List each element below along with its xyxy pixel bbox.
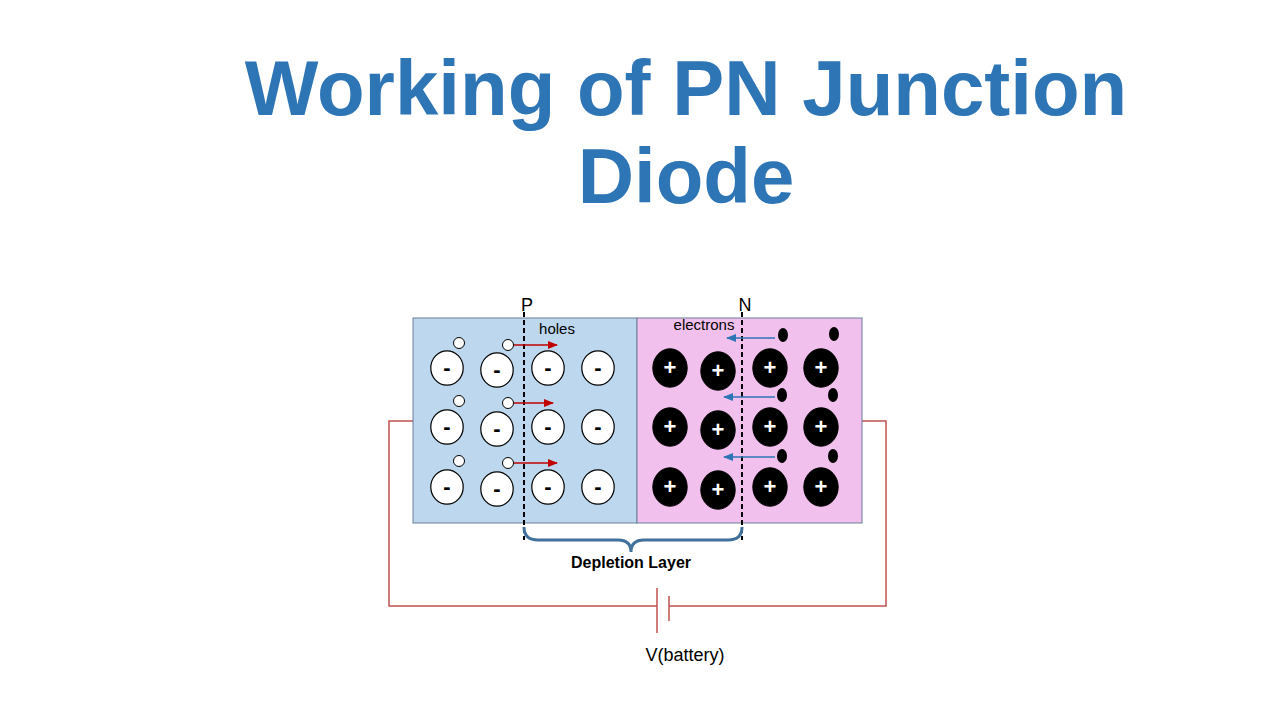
ion-circle: [532, 351, 564, 385]
depletion-label: Depletion Layer: [571, 554, 691, 572]
battery-plate: [668, 596, 670, 621]
region-label: P: [521, 295, 533, 316]
negative-ion: -: [531, 469, 565, 505]
negative-ion: -: [581, 409, 615, 445]
carrier-label: electrons: [674, 316, 735, 333]
battery-plate: [656, 588, 658, 633]
ion-circle: [804, 408, 838, 446]
positive-ion: +: [803, 467, 839, 507]
ion-charge: -: [544, 416, 551, 438]
negative-ion: -: [430, 350, 464, 386]
depletion-brace: [524, 527, 742, 552]
ion-charge: +: [712, 360, 725, 382]
positive-ion: +: [752, 467, 788, 507]
page-title: Working of PN Junction Diode: [136, 44, 1236, 220]
ion-charge: +: [712, 479, 725, 501]
ion-circle: [532, 410, 564, 444]
ion-charge: -: [594, 357, 601, 379]
positive-ion: +: [652, 407, 688, 447]
ion-charge: +: [664, 357, 677, 379]
positive-ion: +: [752, 407, 788, 447]
negative-ion: -: [430, 409, 464, 445]
ion-circle: [701, 411, 735, 449]
ion-charge: -: [594, 416, 601, 438]
ion-circle: [532, 470, 564, 504]
negative-ion: -: [480, 411, 514, 447]
ion-circle: [701, 352, 735, 390]
ion-charge: +: [664, 416, 677, 438]
depletion-boundary: [523, 312, 525, 540]
ion-circle: [481, 353, 513, 387]
negative-ion: -: [531, 409, 565, 445]
ion-circle: [753, 349, 787, 387]
negative-ion: -: [531, 350, 565, 386]
ion-circle: [653, 349, 687, 387]
ion-charge: -: [443, 357, 450, 379]
ion-charge: -: [493, 478, 500, 500]
positive-ion: +: [652, 348, 688, 388]
negative-ion: -: [581, 469, 615, 505]
ion-circle: [701, 471, 735, 509]
ion-circle: [804, 349, 838, 387]
ion-charge: +: [815, 416, 828, 438]
ion-charge: +: [764, 476, 777, 498]
ion-circle: [753, 468, 787, 506]
ion-charge: +: [815, 476, 828, 498]
ion-charge: -: [544, 357, 551, 379]
carrier-label: holes: [539, 320, 575, 337]
ion-circle: [431, 410, 463, 444]
negative-ion: -: [480, 352, 514, 388]
n-region: [637, 318, 862, 523]
ion-charge: -: [443, 416, 450, 438]
ion-circle: [582, 351, 614, 385]
ion-charge: -: [443, 476, 450, 498]
ion-circle: [431, 351, 463, 385]
ion-circle: [481, 472, 513, 506]
ion-charge: +: [815, 357, 828, 379]
ion-circle: [653, 408, 687, 446]
positive-ion: +: [803, 348, 839, 388]
ion-circle: [653, 468, 687, 506]
ion-charge: -: [594, 476, 601, 498]
ion-circle: [431, 470, 463, 504]
ion-charge: -: [493, 418, 500, 440]
ion-charge: -: [544, 476, 551, 498]
region-label: N: [739, 295, 752, 316]
positive-ion: +: [752, 348, 788, 388]
negative-ion: -: [430, 469, 464, 505]
ion-circle: [804, 468, 838, 506]
positive-ion: +: [652, 467, 688, 507]
positive-ion: +: [700, 410, 736, 450]
positive-ion: +: [803, 407, 839, 447]
electron-carriers: [777, 327, 839, 463]
hole-carriers: [454, 338, 514, 469]
negative-ion: -: [581, 350, 615, 386]
ion-charge: +: [712, 419, 725, 441]
ion-circle: [582, 470, 614, 504]
negative-ion: -: [480, 471, 514, 507]
ion-charge: -: [493, 359, 500, 381]
ion-charge: +: [764, 357, 777, 379]
ion-charge: +: [764, 416, 777, 438]
positive-ion: +: [700, 470, 736, 510]
ion-circle: [753, 408, 787, 446]
ion-circle: [582, 410, 614, 444]
battery-label: V(battery): [645, 645, 724, 666]
positive-ion: +: [700, 351, 736, 391]
depletion-boundary: [741, 312, 743, 540]
ion-circle: [481, 412, 513, 446]
ion-charge: +: [664, 476, 677, 498]
